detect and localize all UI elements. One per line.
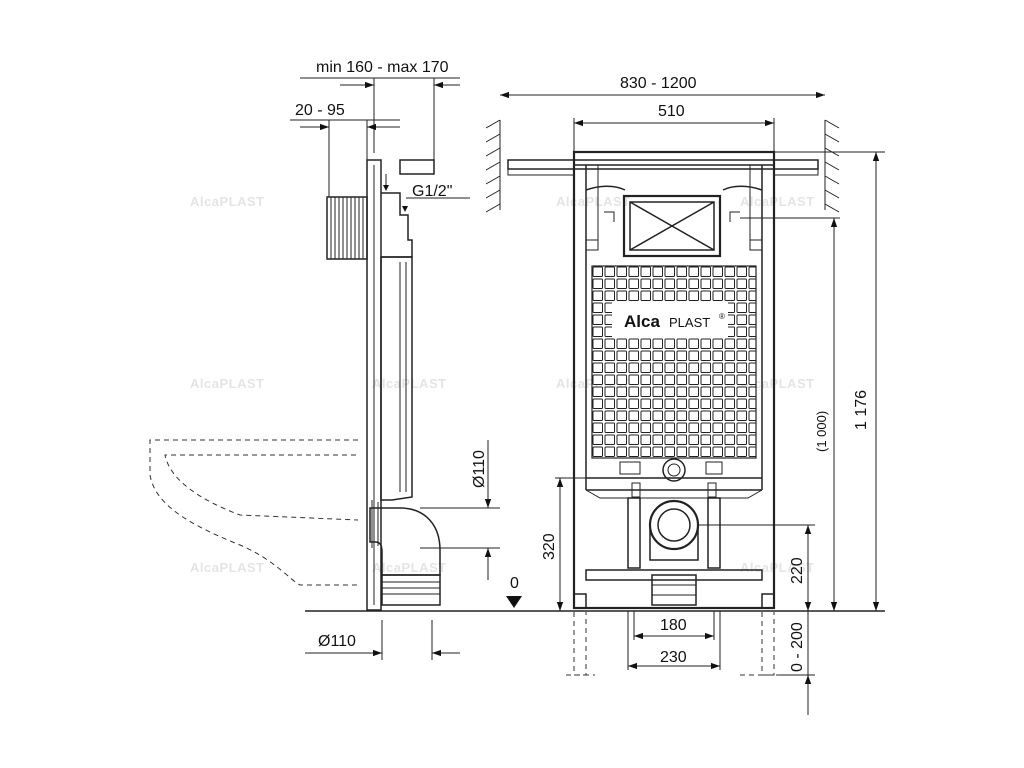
dim-offset: 20 - 95 (295, 102, 345, 119)
dim-foot-adjust: 0 - 200 (789, 622, 806, 672)
watermark-text: AlcaPLAST (372, 560, 447, 575)
watermark-text: AlcaPLAST (556, 194, 631, 209)
toilet-bowl-outline (149, 439, 358, 586)
zero-level-marker (506, 596, 522, 608)
drain-connection (627, 497, 641, 569)
side-view: min 160 - max 170 20 - 95 G1/2" Ø110 Ø11… (149, 59, 522, 660)
dim-zero-level: 0 (510, 575, 519, 592)
watermark-text: AlcaPLAST (372, 376, 447, 391)
logo-part2: PLAST (669, 315, 710, 330)
valve-block (399, 159, 435, 175)
watermark-text: AlcaPLAST (190, 194, 265, 209)
dim-thread: G1/2" (412, 183, 452, 200)
dim-height-220: 220 (789, 557, 806, 584)
toilet-bowl-inner (164, 454, 359, 521)
left-wall (485, 119, 501, 213)
watermark-text: AlcaPLAST (740, 194, 815, 209)
right-wall (824, 119, 840, 213)
dim-bolt-230: 230 (660, 649, 687, 666)
dim-height-320: 320 (541, 533, 558, 560)
watermark-text: AlcaPLAST (740, 560, 815, 575)
frame-front (572, 150, 776, 610)
dim-height-1000: (1 000) (814, 411, 829, 452)
dim-drain-bottom: Ø110 (318, 633, 356, 650)
dim-frame-width: 510 (658, 103, 685, 120)
dim-top-frame-width: min 160 - max 170 (316, 59, 449, 76)
watermark-text: AlcaPLAST (190, 560, 265, 575)
dim-drain-side: Ø110 (471, 450, 488, 488)
logo-mark: ® (719, 312, 725, 321)
flush-plate-opening (622, 194, 722, 258)
watermark-text: AlcaPLAST (190, 376, 265, 391)
dim-bolt-180: 180 (660, 617, 687, 634)
dim-height-1176: 1 176 (853, 390, 870, 430)
alcaplast-logo: Alca PLAST ® (624, 312, 725, 331)
cistern-grid (591, 265, 757, 459)
drain-outlet (381, 574, 441, 606)
dim-install-width: 830 - 1200 (620, 75, 697, 92)
front-view: Alca PLAST ® 830 - (485, 75, 885, 715)
watermark-text: AlcaPLAST (740, 376, 815, 391)
logo-part1: Alca (624, 312, 660, 331)
wall-bracket (507, 159, 819, 170)
